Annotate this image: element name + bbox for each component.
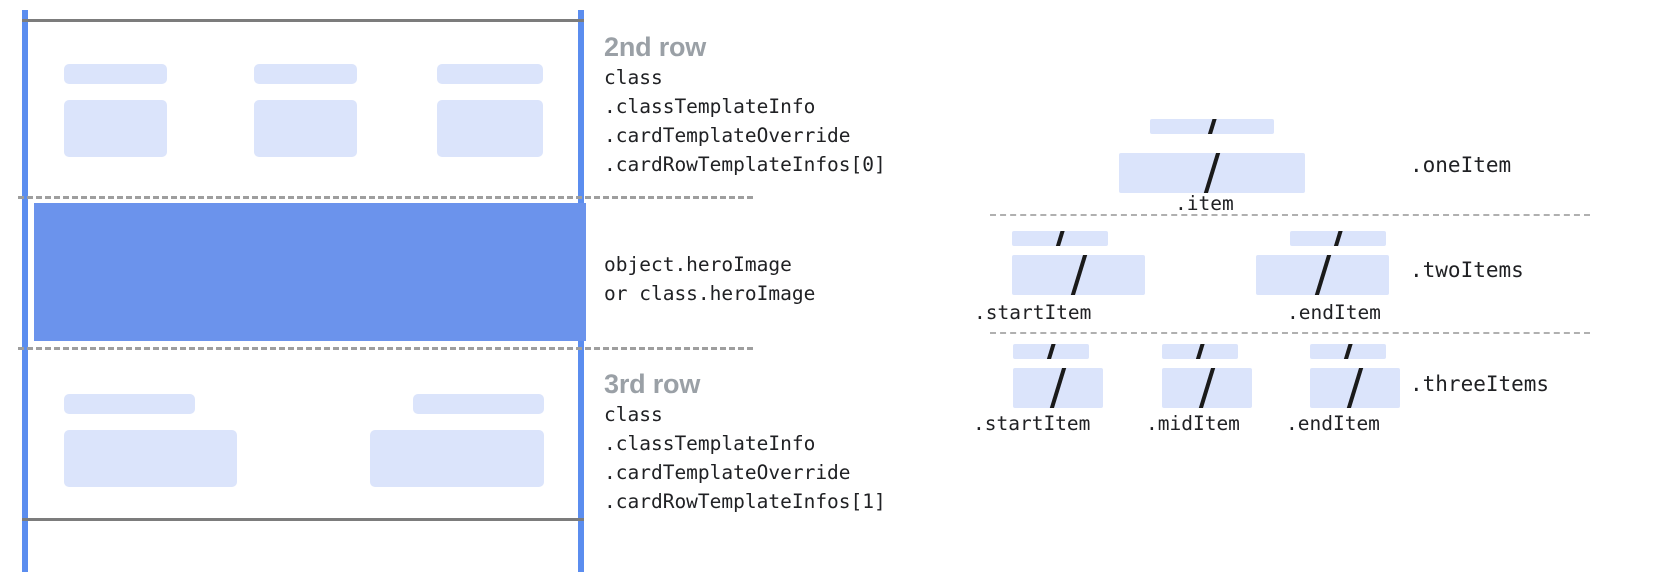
three-items-caption-end: .endItem bbox=[1286, 412, 1380, 435]
two-items-caption-start: .startItem bbox=[974, 301, 1092, 324]
two-items-group-label: .twoItems bbox=[1410, 258, 1524, 282]
hero-code-line-2: or class.heroImage bbox=[604, 282, 816, 305]
third-row-title: 3rd row bbox=[604, 369, 701, 399]
two-items-start-label-bar bbox=[1012, 231, 1108, 246]
slash-mark-icon bbox=[1197, 368, 1217, 408]
row-divider-below-hero bbox=[18, 347, 753, 350]
slash-mark-icon bbox=[1312, 255, 1333, 295]
third-row-code-line-3: .cardTemplateOverride bbox=[604, 461, 851, 484]
two-items-end-value-bar bbox=[1256, 255, 1389, 295]
group-divider-two-three bbox=[990, 332, 1590, 334]
row3-col1-value-placeholder bbox=[64, 430, 237, 487]
second-row-code-line-3: .cardTemplateOverride bbox=[604, 124, 851, 147]
card-bottom-border bbox=[22, 518, 584, 521]
annotation-hero-image: object.heroImage or class.heroImage bbox=[604, 250, 815, 308]
second-row-code-line-2: .classTemplateInfo bbox=[604, 95, 816, 118]
three-items-end-value-bar bbox=[1310, 368, 1400, 408]
row2-col1-value-placeholder bbox=[64, 100, 167, 157]
row3-col2-label-placeholder bbox=[413, 394, 544, 414]
slash-mark-icon bbox=[1045, 344, 1057, 359]
one-item-caption-item: .item bbox=[1175, 192, 1234, 215]
row3-col2-value-placeholder bbox=[370, 430, 544, 487]
one-item-value-bar bbox=[1119, 153, 1305, 193]
three-items-mid-label-bar bbox=[1162, 344, 1238, 359]
two-items-end-label-bar bbox=[1290, 231, 1386, 246]
three-items-end-label-bar bbox=[1310, 344, 1386, 359]
row-item-layouts-panel: .item .oneItem .startItem .endItem .twoI… bbox=[960, 0, 1676, 584]
group-divider-one-two bbox=[990, 214, 1590, 216]
card-left-edge-rail bbox=[22, 10, 28, 572]
third-row-code-line-1: class bbox=[604, 403, 663, 426]
three-items-caption-mid: .midItem bbox=[1146, 412, 1240, 435]
row2-col3-value-placeholder bbox=[437, 100, 543, 157]
slash-mark-icon bbox=[1342, 344, 1354, 359]
slash-mark-icon bbox=[1048, 368, 1068, 408]
card-top-border bbox=[22, 19, 584, 22]
slash-mark-icon bbox=[1332, 231, 1344, 246]
one-item-group-label: .oneItem bbox=[1410, 153, 1512, 177]
row2-col3-label-placeholder bbox=[437, 64, 543, 84]
three-items-mid-value-bar bbox=[1162, 368, 1252, 408]
hero-code-line-1: object.heroImage bbox=[604, 253, 792, 276]
second-row-title: 2nd row bbox=[604, 32, 707, 62]
second-row-code-line-4: .cardRowTemplateInfos[0] bbox=[604, 153, 886, 176]
slash-mark-icon bbox=[1206, 119, 1218, 134]
slash-mark-icon bbox=[1194, 344, 1206, 359]
row2-col2-label-placeholder bbox=[254, 64, 357, 84]
three-items-group-label: .threeItems bbox=[1410, 372, 1550, 396]
slash-mark-icon bbox=[1202, 153, 1222, 193]
three-items-start-value-bar bbox=[1013, 368, 1103, 408]
second-row-code-line-1: class bbox=[604, 66, 663, 89]
slash-mark-icon bbox=[1054, 231, 1066, 246]
two-items-caption-end: .endItem bbox=[1287, 301, 1381, 324]
hero-image-band bbox=[34, 203, 586, 341]
row2-col1-label-placeholder bbox=[64, 64, 167, 84]
row-divider-above-hero bbox=[18, 196, 753, 199]
annotation-second-row: 2nd row class .classTemplateInfo .cardTe… bbox=[604, 31, 886, 179]
annotation-third-row: 3rd row class .classTemplateInfo .cardTe… bbox=[604, 368, 886, 516]
three-items-caption-start: .startItem bbox=[973, 412, 1091, 435]
row2-col2-value-placeholder bbox=[254, 100, 357, 157]
third-row-code-line-2: .classTemplateInfo bbox=[604, 432, 816, 455]
slash-mark-icon bbox=[1068, 255, 1089, 295]
slash-mark-icon bbox=[1345, 368, 1365, 408]
card-row-structure-panel bbox=[0, 0, 753, 584]
three-items-start-label-bar bbox=[1013, 344, 1089, 359]
row3-col1-label-placeholder bbox=[64, 394, 195, 414]
one-item-label-bar bbox=[1150, 119, 1274, 134]
two-items-start-value-bar bbox=[1012, 255, 1145, 295]
third-row-code-line-4: .cardRowTemplateInfos[1] bbox=[604, 490, 886, 513]
